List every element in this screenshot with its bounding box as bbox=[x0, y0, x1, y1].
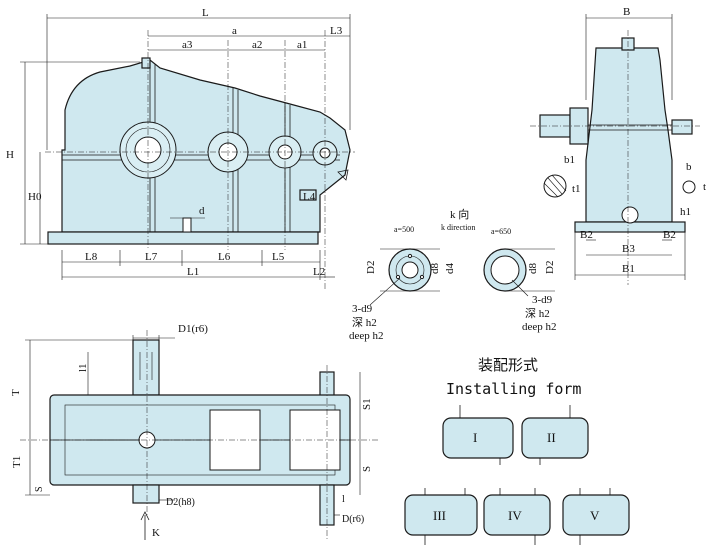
dim-D1: D1(r6) bbox=[178, 323, 208, 335]
form-II: II bbox=[521, 405, 589, 465]
dim-a2: a2 bbox=[252, 39, 262, 51]
dim-a1: a1 bbox=[297, 39, 307, 51]
dim-L3: L3 bbox=[330, 25, 343, 37]
label-a500: a=500 bbox=[394, 225, 414, 234]
dim-L6: L6 bbox=[218, 251, 231, 263]
housing-side bbox=[585, 47, 673, 223]
dim-D2h8: D2(h8) bbox=[166, 497, 195, 508]
dim-T1: T1 bbox=[11, 456, 23, 468]
dim-S-left: S bbox=[34, 486, 45, 492]
dim-L8: L8 bbox=[85, 251, 98, 263]
dim-b: b bbox=[686, 161, 692, 173]
dim-L: L bbox=[202, 7, 209, 19]
dim-B2-right: B2 bbox=[663, 229, 676, 241]
dim-l: l bbox=[342, 494, 345, 505]
deep-cn-right: 深 h2 bbox=[525, 307, 550, 320]
hole-left: 3-d9 bbox=[352, 303, 373, 315]
dim-d4: d4 bbox=[444, 263, 456, 275]
form-III: III bbox=[404, 488, 478, 545]
installing-forms: 装配形式 Installing form I II III bbox=[404, 356, 630, 545]
dim-L2: L2 bbox=[313, 266, 325, 278]
dim-L5: L5 bbox=[272, 251, 285, 263]
deep-cn-left: 深 h2 bbox=[352, 316, 377, 329]
dim-t: t bbox=[703, 181, 706, 193]
dim-B2-left: B2 bbox=[580, 229, 593, 241]
dim-D2-left: D2 bbox=[365, 261, 377, 274]
dim-S1: S1 bbox=[361, 398, 373, 410]
base-front bbox=[47, 231, 319, 245]
dim-S-right: S bbox=[361, 466, 373, 472]
form-V-label: V bbox=[590, 508, 600, 523]
dim-d8-left: d8 bbox=[429, 263, 441, 275]
dim-l1: l1 bbox=[77, 363, 89, 372]
form-V: V bbox=[562, 488, 630, 545]
dim-b1: b1 bbox=[564, 154, 575, 166]
dim-d8-right: d8 bbox=[527, 263, 539, 275]
dim-L7: L7 bbox=[145, 251, 158, 263]
dim-D2-right: D2 bbox=[544, 261, 556, 274]
form-II-label: II bbox=[547, 430, 556, 445]
dim-a3: a3 bbox=[182, 39, 193, 51]
dim-Dr6: D(r6) bbox=[342, 514, 364, 525]
form-I: I bbox=[442, 405, 514, 465]
dim-B: B bbox=[623, 6, 630, 18]
deep-en-right: deep h2 bbox=[522, 321, 557, 333]
label-K: K bbox=[152, 527, 160, 539]
k-view-en: k direction bbox=[441, 223, 475, 232]
dim-L1: L1 bbox=[187, 266, 199, 278]
form-I-label: I bbox=[473, 430, 477, 445]
dim-h1: h1 bbox=[680, 206, 691, 218]
deep-en-left: deep h2 bbox=[349, 330, 384, 342]
installing-title-en: Installing form bbox=[446, 380, 581, 398]
dim-a: a bbox=[232, 25, 237, 37]
installing-title-cn: 装配形式 bbox=[478, 356, 538, 374]
dim-H0: H0 bbox=[28, 191, 42, 203]
dim-B3: B3 bbox=[622, 243, 635, 255]
dim-H: H bbox=[6, 149, 14, 161]
dim-L4: L4 bbox=[303, 191, 316, 203]
form-IV-label: IV bbox=[508, 508, 522, 523]
dim-t1: t1 bbox=[572, 183, 581, 195]
form-III-label: III bbox=[433, 508, 446, 523]
dim-B1: B1 bbox=[622, 263, 635, 275]
k-view-cn: k 向 bbox=[450, 207, 469, 221]
output-shaft-top bbox=[132, 339, 160, 396]
top-view: D1(r6) l1 T T1 S S1 S D2(h8) l D(r6) K bbox=[10, 323, 380, 540]
k-direction-view: k 向 k direction a=500 a=650 D2 d8 d4 d8 … bbox=[349, 207, 557, 342]
dim-d: d bbox=[199, 205, 205, 217]
hole-right: 3-d9 bbox=[532, 294, 553, 306]
label-a650: a=650 bbox=[491, 227, 511, 236]
side-view: b1 t1 b t h1 B B2 B2 B3 B1 bbox=[530, 6, 706, 285]
dim-T: T bbox=[10, 389, 22, 396]
housing-front bbox=[61, 59, 351, 233]
form-IV: IV bbox=[483, 488, 551, 545]
front-view: L a L3 a3 a2 a1 H H0 d L4 L8 L7 L6 L5 bbox=[6, 7, 355, 290]
